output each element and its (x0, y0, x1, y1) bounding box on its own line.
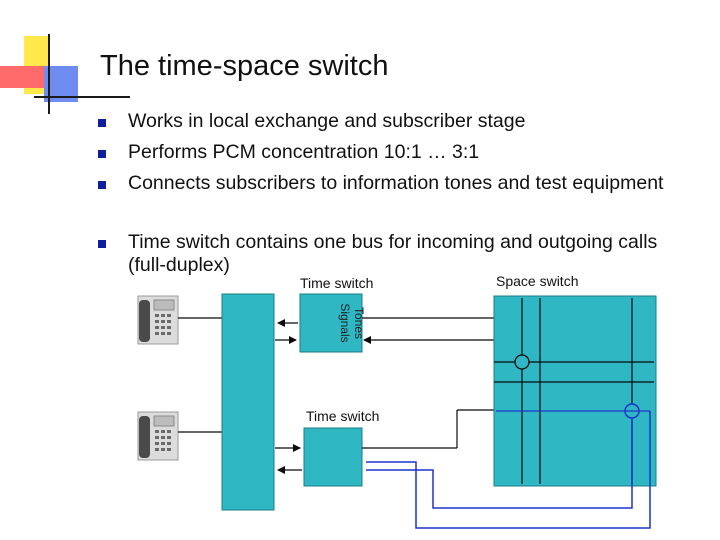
telephone-top-icon (137, 295, 179, 345)
bullet-marker (98, 181, 106, 189)
return-loop-inner (366, 418, 633, 509)
decor-horizontal-line (34, 96, 130, 98)
bullet-text: Connects subscribers to information tone… (128, 172, 664, 194)
space-switch-block (493, 295, 657, 487)
space-switch-label: Space switch (496, 273, 578, 289)
crosspoint-top (514, 354, 530, 370)
bullet-marker (98, 240, 106, 248)
tone-signal-source (299, 293, 363, 353)
time-switch-top-label: Time switch (300, 275, 373, 291)
bullet-text: Time switch contains one bus for incomin… (128, 231, 658, 276)
bullet-marker (98, 150, 106, 158)
time-switch-bottom-label: Time switch (306, 408, 379, 424)
bullet-text: Works in local exchange and subscriber s… (128, 110, 526, 132)
tone-source-label-tones: Tones (352, 307, 366, 339)
concentrator-block (221, 293, 275, 511)
bullet-text: Performs PCM concentration 10:1 … 3:1 (128, 141, 480, 163)
decor-vertical-line (48, 34, 50, 114)
decor-red-block (0, 66, 46, 88)
slide-title: The time-space switch (100, 50, 389, 82)
return-loop-outer (366, 411, 651, 529)
time-switch-bottom-block (303, 427, 363, 487)
telephone-bottom-icon (137, 411, 179, 461)
tone-source-label-signals: Signals (338, 303, 352, 342)
bullet-marker (98, 119, 106, 127)
